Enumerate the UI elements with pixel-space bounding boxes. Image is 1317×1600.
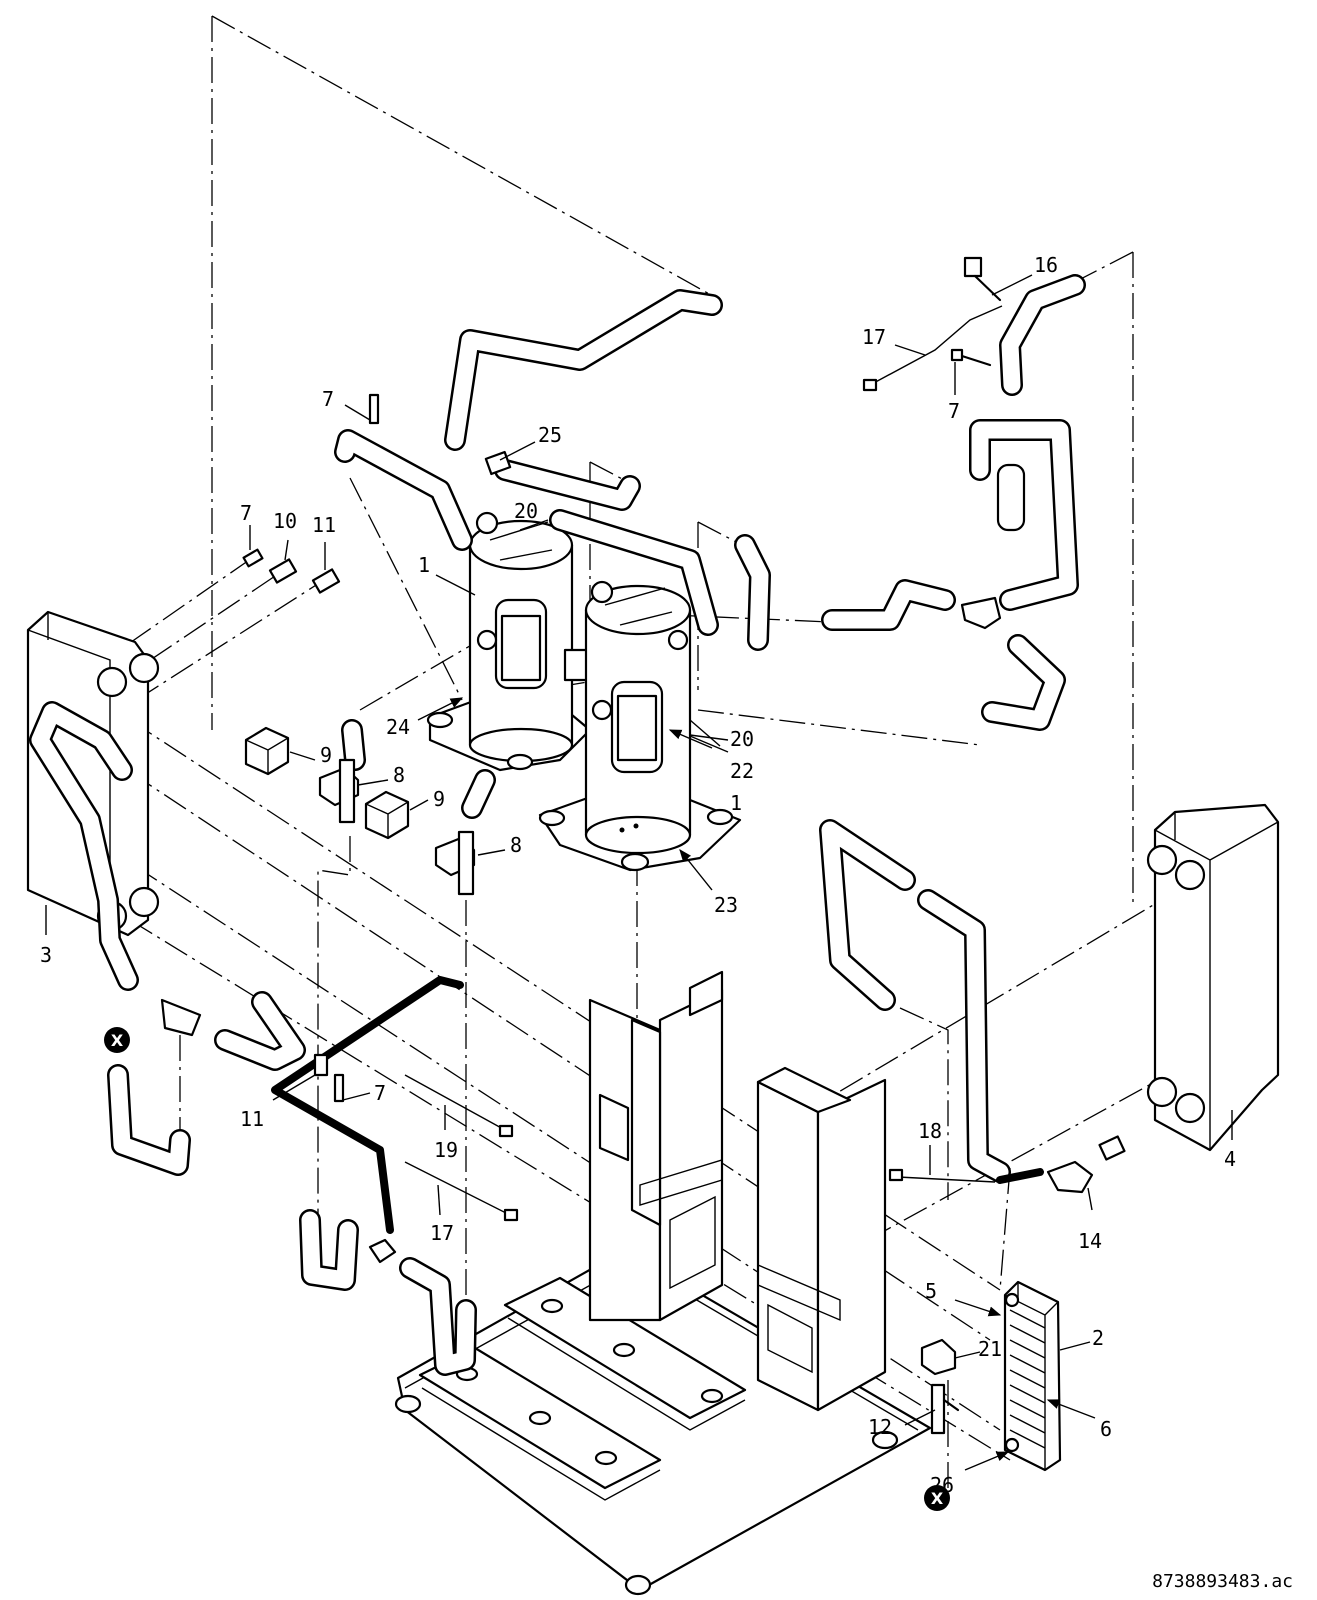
callout-21: 21 (978, 1337, 1002, 1361)
callout-6: 6 (1100, 1417, 1112, 1441)
callout-8-upper: 8 (393, 763, 405, 787)
callout-7-left: 7 (240, 501, 252, 525)
callout-14: 14 (1078, 1229, 1102, 1253)
compressor-front (538, 580, 742, 872)
callout-18: 18 (918, 1119, 942, 1143)
document-reference: 8738893483.ac (1152, 1571, 1293, 1592)
connection-marker-upper: X (104, 1027, 130, 1053)
rail-rear (503, 1276, 747, 1431)
callout-arrows (417, 697, 1096, 1471)
frame-left (588, 970, 724, 1322)
compressor-rear (426, 511, 592, 772)
callout-17-top: 17 (862, 325, 886, 349)
callout-11-bottom: 11 (240, 1107, 264, 1131)
callout-7-top: 7 (322, 387, 334, 411)
callout-1-rear: 1 (418, 553, 430, 577)
leader-lines (45, 274, 1233, 1426)
callout-16: 16 (1034, 253, 1058, 277)
callout-23: 23 (714, 893, 738, 917)
base-plate (394, 1248, 932, 1596)
callout-1-front: 1 (730, 791, 742, 815)
solenoid-valves (244, 726, 476, 896)
connection-marker-lower: X (924, 1485, 950, 1511)
callout-11-top: 11 (312, 513, 336, 537)
callout-19: 19 (434, 1138, 458, 1162)
callout-10: 10 (273, 509, 297, 533)
callout-20-top: 20 (514, 499, 538, 523)
callout-22: 22 (730, 759, 754, 783)
callout-12: 12 (868, 1415, 892, 1439)
callout-3: 3 (40, 943, 52, 967)
callout-9-lower: 9 (433, 787, 445, 811)
svg-text:X: X (111, 1031, 124, 1050)
heat-exchanger-3 (26, 610, 160, 937)
callout-25: 25 (538, 423, 562, 447)
callout-24: 24 (386, 715, 410, 739)
callout-5: 5 (925, 1279, 937, 1303)
heat-exchanger-2 (1003, 1280, 1062, 1472)
callout-2: 2 (1092, 1326, 1104, 1350)
callout-4: 4 (1224, 1147, 1236, 1171)
small-tubes (160, 463, 1044, 1264)
svg-text:X: X (931, 1489, 944, 1508)
heat-exchanger-4 (1146, 803, 1280, 1152)
callout-17-bottom: 17 (430, 1221, 454, 1245)
callout-26: 26 (930, 1473, 954, 1497)
callout-7-right: 7 (948, 399, 960, 423)
sensors (242, 256, 1126, 1435)
callout-20-mid: 20 (730, 727, 754, 751)
callout-7-bottom: 7 (374, 1081, 386, 1105)
callout-8-lower: 8 (510, 833, 522, 857)
callout-9-upper: 9 (320, 743, 332, 767)
pipe-work (29, 274, 1086, 1376)
callout-numbers: 16 17 7 7 25 20 7 10 11 1 20 24 9 22 8 1… (40, 253, 1236, 1497)
frame-right (756, 1066, 887, 1412)
